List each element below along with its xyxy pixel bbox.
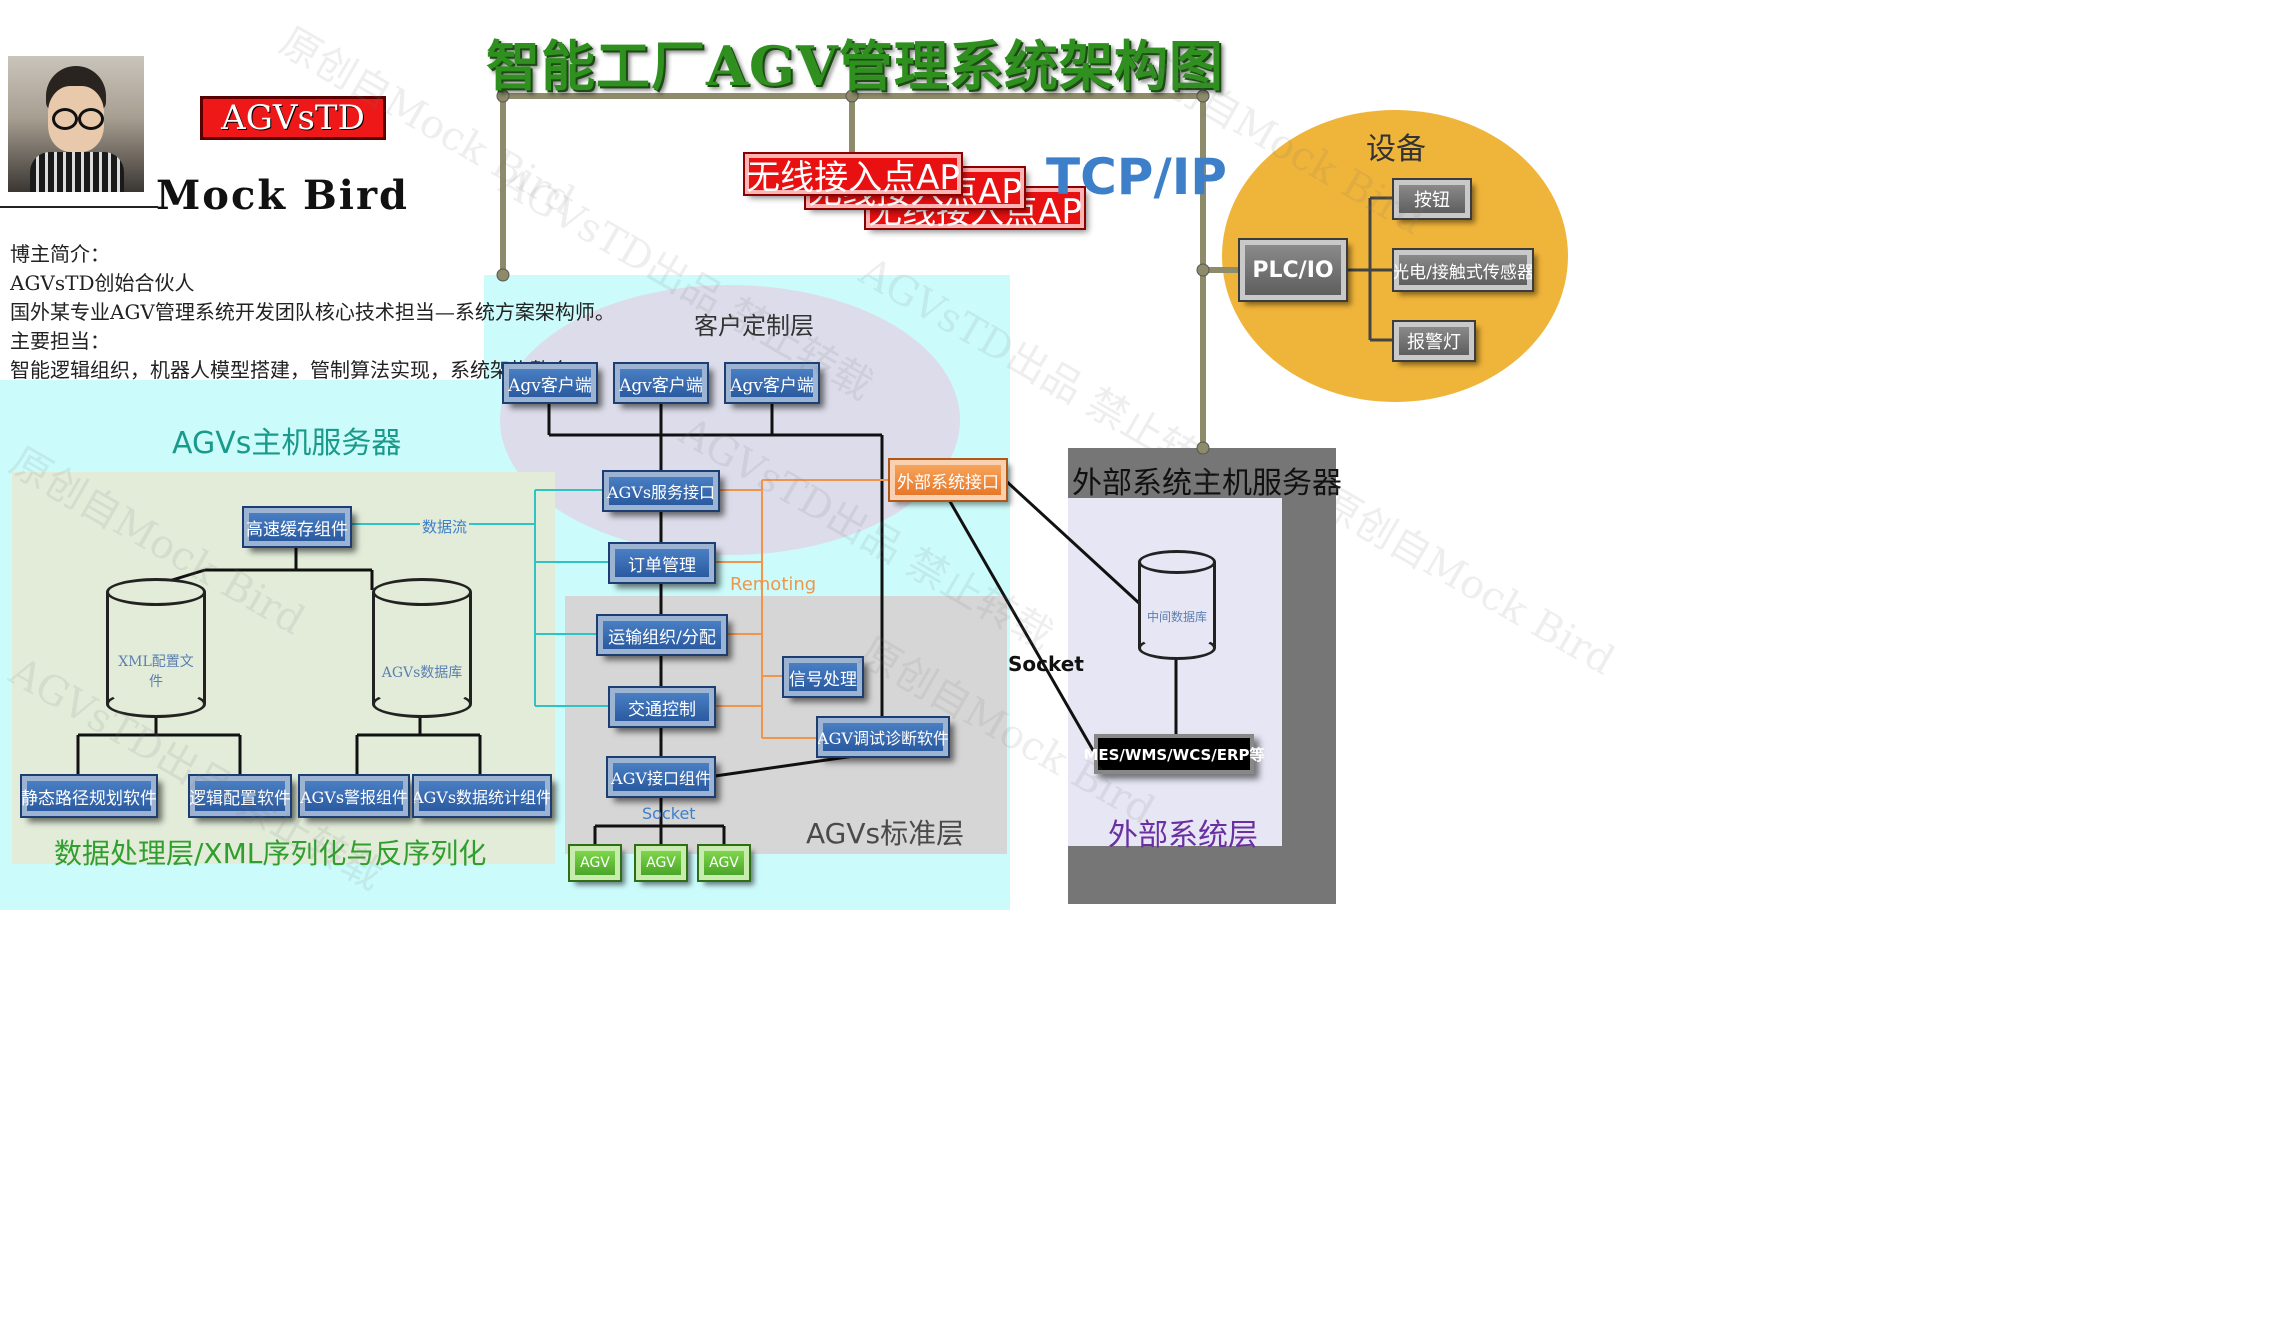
host-server-title: AGVs主机服务器	[172, 426, 402, 461]
bio-line: AGVsTD创始合伙人	[10, 271, 195, 295]
external-host-title: 外部系统主机服务器	[1072, 466, 1342, 501]
author-name: Mock Bird	[156, 172, 409, 219]
middle-database: 中间数据库	[1138, 550, 1216, 660]
plc-io-box: PLC/IO	[1238, 238, 1348, 302]
alarm-component: AGVs警报组件	[298, 774, 410, 818]
bio-line: 主要担当：	[10, 329, 110, 353]
agvs-database-label: AGVs数据库	[381, 665, 463, 681]
agv-interface-component: AGV接口组件	[606, 756, 716, 798]
remoting-label: Remoting	[730, 574, 817, 595]
agv-client-1: Agv客户端	[502, 362, 598, 404]
logic-config-tool: 逻辑配置软件	[188, 774, 292, 818]
author-badge: AGVsTD	[200, 96, 386, 140]
standard-layer-label: AGVs标准层	[806, 817, 965, 850]
bio-line: 国外某专业AGV管理系统开发团队核心技术担当—系统方案架构师。	[10, 300, 615, 324]
cache-component: 高速缓存组件	[242, 506, 352, 548]
data-layer-label: 数据处理层/XML序列化与反序列化	[54, 837, 487, 870]
socket-label-external: Socket	[1008, 652, 1084, 676]
agv-vehicle-2: AGV	[634, 844, 688, 882]
external-layer-label: 外部系统层	[1108, 818, 1258, 853]
device-alarm-light: 报警灯	[1392, 320, 1476, 362]
author-avatar	[8, 56, 144, 192]
agvs-database: AGVs数据库	[372, 578, 472, 718]
agv-client-3: Agv客户端	[724, 362, 820, 404]
devices-title: 设备	[1366, 132, 1426, 167]
agvs-service-interface: AGVs服务接口	[602, 470, 720, 512]
custom-layer-label: 客户定制层	[694, 312, 814, 340]
socket-label-internal: Socket	[642, 804, 696, 823]
traffic-control: 交通控制	[608, 686, 716, 728]
dataflow-label: 数据流	[420, 516, 470, 537]
agv-vehicle-1: AGV	[568, 844, 622, 882]
order-management: 订单管理	[608, 542, 716, 584]
bio-line: 博主简介：	[10, 242, 110, 266]
agv-client-2: Agv客户端	[613, 362, 709, 404]
statistics-component: AGVs数据统计组件	[412, 774, 552, 818]
agv-vehicle-3: AGV	[697, 844, 751, 882]
xml-config-label: XML配置文件	[118, 654, 194, 690]
static-path-tool: 静态路径规划软件	[20, 774, 158, 818]
transport-allocation: 运输组织/分配	[596, 614, 728, 656]
device-sensor: 光电/接触式传感器	[1392, 248, 1534, 292]
mes-wms-wcs-erp: MES/WMS/WCS/ERP等	[1083, 734, 1265, 774]
signal-processing: 信号处理	[782, 656, 864, 698]
agv-debug-software: AGV调试诊断软件	[816, 716, 950, 758]
tcpip-label: TCP/IP	[1046, 148, 1227, 206]
external-system-interface: 外部系统接口	[888, 458, 1008, 502]
wireless-ap-1: 无线接入点AP	[743, 152, 963, 198]
xml-config-db: XML配置文件	[106, 578, 206, 718]
middle-database-label: 中间数据库	[1146, 610, 1207, 624]
device-button: 按钮	[1392, 178, 1472, 220]
page-title: 智能工厂AGV管理系统架构图	[486, 34, 1224, 98]
author-underline	[0, 206, 158, 208]
bio-line: 智能逻辑组织，机器人模型搭建，管制算法实现，系统架构整合。	[10, 358, 590, 382]
